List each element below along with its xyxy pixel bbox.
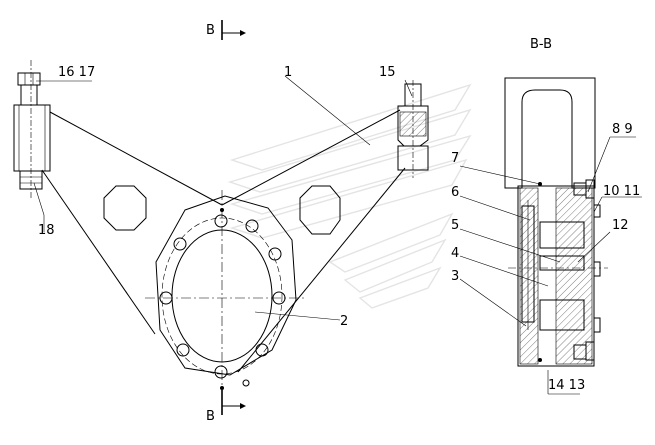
callouts: 16 17 18 1 2 15 7 6 5 4 3 8 9 10 11 12 1… [38,65,640,393]
leader-lines [33,75,642,395]
section-view-bb: B-B [504,37,608,367]
section-letter-bottom: B [206,409,215,424]
bolt-assembly-left [13,60,51,200]
watermark-logo [227,83,472,309]
pin-15 [397,80,429,178]
callout-15: 15 [379,65,396,80]
callout-3: 3 [451,269,459,284]
callout-8-9: 8 9 [612,122,633,137]
callout-12: 12 [612,218,629,233]
callout-7: 7 [451,151,459,166]
section-marker-bottom: B [206,390,246,424]
callout-10-11: 10 11 [603,184,640,199]
callout-16-17: 16 17 [58,65,95,80]
callout-14-13: 14 13 [548,378,585,393]
section-letter-top: B [206,23,215,38]
callout-5: 5 [451,218,459,233]
callout-6: 6 [451,185,459,200]
callout-4: 4 [451,246,459,261]
flange-plate [145,190,305,395]
callout-2: 2 [340,314,348,329]
section-title: B-B [530,37,552,52]
callout-18: 18 [38,223,55,238]
section-marker-top: B [206,20,246,40]
callout-1: 1 [284,65,292,80]
lever-arm [41,109,406,373]
